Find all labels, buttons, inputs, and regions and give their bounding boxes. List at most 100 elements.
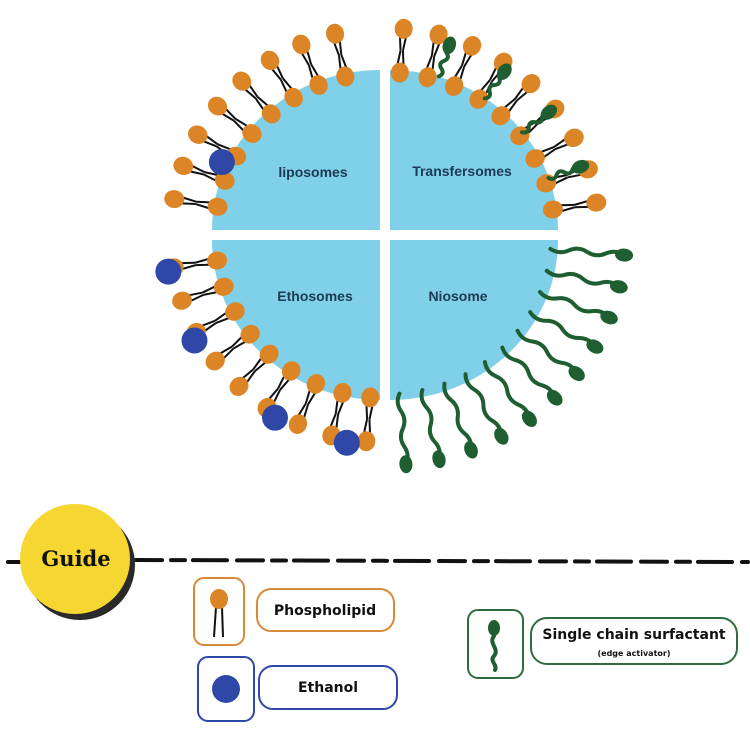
lipid-tail bbox=[307, 391, 317, 406]
lipid-tail bbox=[542, 148, 556, 159]
lipid-tail bbox=[205, 135, 219, 146]
lipid-tail bbox=[453, 64, 463, 79]
lipid-tail bbox=[340, 54, 348, 69]
lipid-tail bbox=[479, 79, 491, 92]
lipid-tail bbox=[567, 173, 582, 179]
lipid-tail bbox=[463, 53, 473, 68]
surfactant-tail bbox=[482, 360, 532, 421]
ethanol-label: Ethanol bbox=[298, 680, 358, 696]
phospholipid-head-inner bbox=[336, 66, 355, 87]
surfactant-tail bbox=[544, 268, 621, 289]
quadrant-niosome bbox=[390, 240, 558, 400]
lipid-tail bbox=[196, 200, 211, 204]
surfactant-head bbox=[609, 280, 628, 294]
surfactant-tail bbox=[463, 372, 504, 439]
lipid-tail bbox=[368, 405, 374, 420]
vesicle-core bbox=[212, 70, 558, 400]
ethanol-icon bbox=[212, 675, 240, 703]
surfactant-tail bbox=[548, 246, 627, 258]
phospholipid-head-inner bbox=[214, 171, 235, 190]
lipid-tail bbox=[425, 55, 433, 70]
lipid-tail bbox=[335, 414, 340, 429]
surfactant-note: (edge activator) bbox=[598, 649, 671, 658]
lipid-tail bbox=[254, 361, 267, 372]
quadrant-liposomes bbox=[212, 70, 380, 230]
surfactant-head bbox=[586, 339, 604, 354]
lipid-tail bbox=[401, 50, 405, 65]
surfactant-head bbox=[521, 410, 537, 427]
phospholipid-head-inner bbox=[469, 89, 489, 109]
lipid-tail bbox=[254, 97, 265, 111]
surfactant-head bbox=[615, 248, 634, 262]
lipid-tail bbox=[248, 84, 259, 98]
lipid-tail bbox=[363, 418, 369, 434]
guide-title: Guide bbox=[41, 546, 110, 571]
surfactant-tail bbox=[419, 388, 442, 462]
lipid-tail bbox=[279, 79, 288, 93]
lipid-tail bbox=[282, 77, 293, 90]
lipid-tail bbox=[401, 36, 407, 52]
quadrant-label-ethosomes: Ethosomes bbox=[277, 288, 353, 304]
lipid-tail bbox=[252, 357, 263, 371]
lipid-tail bbox=[182, 196, 197, 203]
ethanol-molecule bbox=[155, 258, 182, 285]
phospholipid-head-outer bbox=[429, 24, 448, 45]
lipid-tail bbox=[337, 400, 345, 415]
phospholipid-head-inner bbox=[444, 76, 464, 96]
lipid-tail bbox=[277, 375, 286, 390]
phospholipid-head-outer bbox=[164, 190, 185, 209]
lipid-tail bbox=[503, 98, 516, 109]
phospholipid-head-outer bbox=[207, 96, 228, 116]
lipid-tail bbox=[396, 50, 402, 65]
surfactant-tail bbox=[515, 328, 579, 376]
lipid-tail bbox=[279, 378, 291, 391]
lipid-tail bbox=[217, 143, 232, 151]
phospholipid-head-inner bbox=[525, 149, 545, 168]
quadrant-label-liposomes: liposomes bbox=[278, 164, 347, 180]
surfactant-label: Single chain surfactant bbox=[542, 627, 726, 643]
lipid-tail bbox=[430, 41, 435, 56]
ethanol-icon-box bbox=[197, 656, 255, 722]
phospholipid-icon-box bbox=[193, 577, 245, 646]
lipid-tail bbox=[234, 118, 249, 128]
phospholipid-head-outer bbox=[462, 36, 482, 56]
lipid-tail bbox=[398, 36, 402, 51]
phospholipid-head-outer bbox=[260, 50, 280, 71]
phospholipid-head-outer bbox=[173, 156, 194, 176]
quadrant-label-niosome: Niosome bbox=[428, 288, 487, 304]
ethanol-molecule bbox=[181, 327, 208, 354]
vesicle-membrane bbox=[155, 18, 634, 474]
phospholipid-head-inner bbox=[213, 277, 234, 296]
lipid-tail bbox=[181, 264, 196, 271]
lipid-tail bbox=[203, 291, 218, 296]
surfactant-tail bbox=[528, 310, 597, 349]
lipid-tail bbox=[338, 55, 342, 70]
lipid-tail bbox=[219, 345, 233, 355]
lipid-tail bbox=[560, 206, 576, 213]
surfactant-head bbox=[432, 450, 446, 469]
surfactant-head bbox=[464, 441, 478, 459]
lipid-tail bbox=[553, 138, 567, 148]
phospholipid-head-inner bbox=[207, 251, 228, 270]
lipid-tail bbox=[310, 63, 320, 77]
surfactant-head bbox=[546, 389, 563, 406]
lipid-tail bbox=[307, 64, 314, 80]
lipid-tail bbox=[554, 143, 569, 151]
surfactant-icon-box bbox=[467, 609, 524, 679]
lipid-tail bbox=[489, 66, 498, 81]
lipid-tail bbox=[202, 285, 216, 294]
lipid-tail bbox=[306, 50, 313, 65]
legend-ethanol: Ethanol bbox=[197, 656, 398, 722]
surfactant-icon bbox=[488, 620, 500, 672]
lipid-tail bbox=[554, 176, 568, 185]
lipid-tail bbox=[203, 322, 217, 332]
surfactant-tail bbox=[537, 290, 612, 320]
phospholipid-head-inner bbox=[225, 302, 245, 321]
lipid-tail bbox=[201, 319, 216, 327]
phospholipid-head-inner bbox=[491, 106, 511, 126]
lipid-tail bbox=[271, 68, 282, 81]
phospholipid-head-outer bbox=[205, 351, 225, 371]
surfactant-tail bbox=[395, 391, 410, 467]
phospholipid-head-outer bbox=[325, 23, 345, 44]
